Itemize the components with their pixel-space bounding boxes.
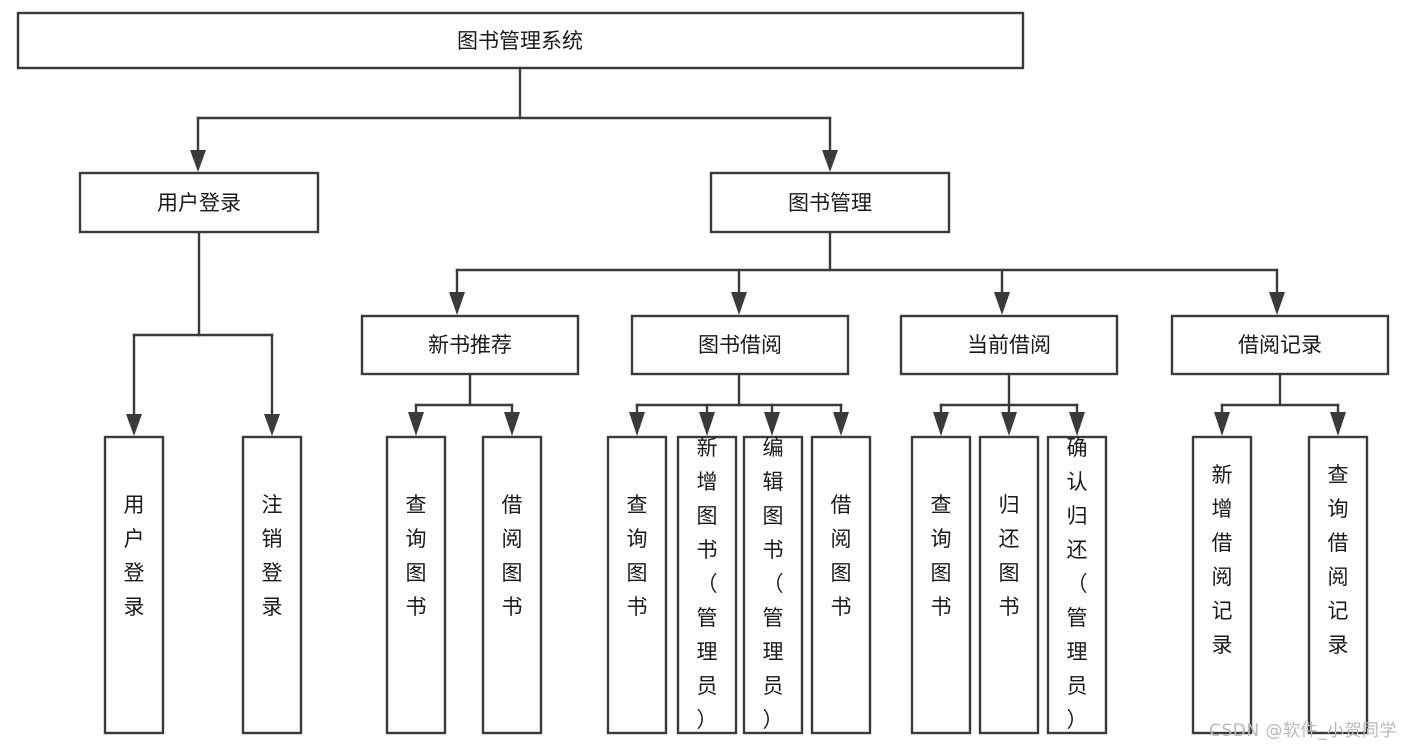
arrow-head-icon — [731, 292, 747, 315]
arrow-head-icon — [699, 412, 715, 436]
leaf-bb-add-book[interactable]: 新增图书（管理员） — [676, 435, 738, 735]
leaf-nb-borrow-book-box[interactable] — [481, 435, 543, 735]
leaf-br-query-record-label: 查询借阅记录 — [1328, 463, 1349, 657]
leaf-user-login[interactable]: 用户登录 — [103, 435, 165, 735]
leaf-bb-borrow-book-label: 借阅图书 — [831, 493, 852, 619]
connector-layer — [126, 66, 1346, 436]
leaf-user-logout-box[interactable] — [241, 435, 303, 735]
leaf-cb-confirm-return-label: 确认归还（管理员） — [1067, 436, 1088, 732]
arrow-head-icon — [1269, 292, 1285, 315]
leaf-br-add-record[interactable]: 新增借阅记录 — [1191, 435, 1253, 735]
leaf-br-query-record-box[interactable] — [1307, 435, 1369, 735]
arrow-head-icon — [126, 414, 142, 436]
node-borrow-record-label: 借阅记录 — [1238, 333, 1322, 357]
node-book-borrow-label: 图书借阅 — [698, 333, 782, 357]
arrow-head-icon — [1001, 412, 1017, 436]
node-book-manage-label: 图书管理 — [788, 191, 872, 215]
leaf-cb-query-book-label: 查询图书 — [931, 493, 952, 619]
node-borrow-record[interactable]: 借阅记录 — [1170, 314, 1390, 376]
leaf-cb-confirm-return-box[interactable] — [1046, 435, 1108, 735]
leaf-br-query-record[interactable]: 查询借阅记录 — [1307, 435, 1369, 735]
node-user-login[interactable]: 用户登录 — [78, 171, 320, 234]
leaf-user-logout[interactable]: 注销登录 — [241, 435, 303, 735]
arrow-head-icon — [1214, 412, 1230, 436]
node-root[interactable]: 图书管理系统 — [16, 11, 1025, 70]
leaf-bb-query-book-label: 查询图书 — [627, 493, 648, 619]
node-book-manage-box[interactable] — [709, 171, 951, 234]
node-root-box[interactable] — [16, 11, 1025, 70]
node-root-label: 图书管理系统 — [457, 29, 583, 53]
leaf-cb-confirm-return[interactable]: 确认归还（管理员） — [1046, 435, 1108, 735]
leaf-nb-query-book[interactable]: 查询图书 — [385, 435, 447, 735]
arrow-head-icon — [190, 150, 206, 172]
node-book-borrow-box[interactable] — [630, 314, 850, 376]
arrow-head-icon — [933, 412, 949, 436]
leaf-cb-query-book-box[interactable] — [910, 435, 972, 735]
arrow-head-icon — [264, 414, 280, 436]
leaf-user-logout-label: 注销登录 — [262, 493, 283, 619]
leaf-nb-borrow-book-label: 借阅图书 — [502, 493, 523, 619]
leaf-bb-query-book-box[interactable] — [606, 435, 668, 735]
node-book-borrow[interactable]: 图书借阅 — [630, 314, 850, 376]
leaf-bb-add-book-label: 新增图书（管理员） — [697, 436, 718, 732]
leaf-nb-query-book-box[interactable] — [385, 435, 447, 735]
leaf-bb-query-book[interactable]: 查询图书 — [606, 435, 668, 735]
node-current-borrow[interactable]: 当前借阅 — [899, 314, 1119, 376]
node-user-login-label: 用户登录 — [157, 191, 241, 215]
arrow-head-icon — [449, 292, 465, 315]
node-user-login-box[interactable] — [78, 171, 320, 234]
leaf-bb-edit-book-box[interactable] — [742, 435, 804, 735]
leaf-user-login-box[interactable] — [103, 435, 165, 735]
arrow-head-icon — [629, 412, 645, 436]
arrow-head-icon — [1069, 412, 1085, 436]
arrow-head-icon — [504, 412, 520, 436]
leaf-bb-add-book-box[interactable] — [676, 435, 738, 735]
leaf-nb-borrow-book[interactable]: 借阅图书 — [481, 435, 543, 735]
arrow-head-icon — [822, 150, 838, 172]
node-book-manage[interactable]: 图书管理 — [709, 171, 951, 234]
leaf-cb-return-book-label: 归还图书 — [999, 493, 1020, 619]
leaf-cb-return-book[interactable]: 归还图书 — [978, 435, 1040, 735]
node-current-borrow-label: 当前借阅 — [967, 333, 1051, 357]
node-new-book-recommend-box[interactable] — [360, 314, 580, 376]
leaf-cb-return-book-box[interactable] — [978, 435, 1040, 735]
arrow-head-icon — [994, 292, 1010, 315]
arrow-head-icon — [1330, 412, 1346, 436]
arrow-head-icon — [833, 412, 849, 436]
leaf-br-add-record-box[interactable] — [1191, 435, 1253, 735]
arrow-head-icon — [764, 412, 780, 436]
leaf-user-login-label: 用户登录 — [124, 493, 145, 619]
leaf-cb-query-book[interactable]: 查询图书 — [910, 435, 972, 735]
leaf-bb-borrow-book[interactable]: 借阅图书 — [810, 435, 872, 735]
arrow-head-icon — [408, 412, 424, 436]
leaf-bb-edit-book[interactable]: 编辑图书（管理员） — [742, 435, 804, 735]
leaf-nb-query-book-label: 查询图书 — [406, 493, 427, 619]
node-borrow-record-box[interactable] — [1170, 314, 1390, 376]
leaf-bb-edit-book-label: 编辑图书（管理员） — [763, 436, 784, 732]
node-current-borrow-box[interactable] — [899, 314, 1119, 376]
leaf-bb-borrow-book-box[interactable] — [810, 435, 872, 735]
node-new-book-recommend-label: 新书推荐 — [428, 333, 512, 357]
leaf-br-add-record-label: 新增借阅记录 — [1212, 463, 1233, 657]
node-new-book-recommend[interactable]: 新书推荐 — [360, 314, 580, 376]
